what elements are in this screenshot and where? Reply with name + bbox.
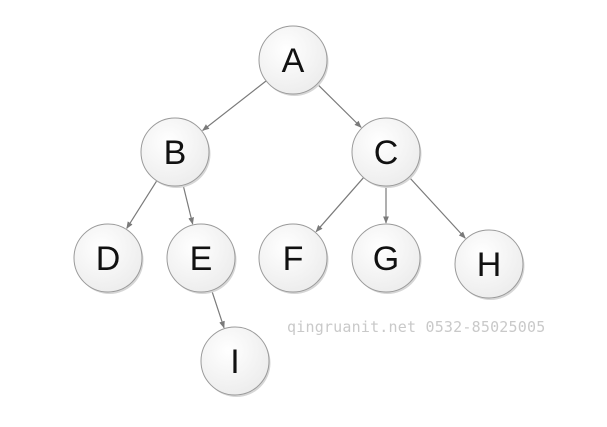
node-circle xyxy=(140,117,210,187)
node-label: I xyxy=(230,343,239,381)
node-circle xyxy=(166,223,236,293)
node-i: I xyxy=(200,326,271,397)
edge-a-b xyxy=(202,80,267,131)
node-label: B xyxy=(164,134,187,172)
node-label: D xyxy=(96,240,121,278)
node-circle xyxy=(258,25,328,95)
node-label: G xyxy=(373,240,399,278)
edge-c-f xyxy=(315,177,365,233)
edges xyxy=(126,80,466,329)
node-circle xyxy=(73,223,143,293)
watermark-text: qingruanit.net 0532-85025005 xyxy=(287,318,546,336)
edge-c-h xyxy=(408,176,466,239)
node-circle xyxy=(200,326,270,396)
node-circle xyxy=(351,223,421,293)
node-circle xyxy=(258,223,328,293)
node-circle xyxy=(351,117,421,187)
node-b: B xyxy=(140,117,211,188)
node-g: G xyxy=(351,223,422,294)
node-label: H xyxy=(477,246,502,284)
nodes: A B C D E F G H I xyxy=(73,25,525,397)
edge-a-c xyxy=(316,83,362,128)
node-e: E xyxy=(166,223,237,294)
node-h: H xyxy=(454,229,525,300)
node-d: D xyxy=(73,223,144,294)
node-label: F xyxy=(283,240,304,278)
node-label: E xyxy=(190,240,213,278)
edge-b-e xyxy=(182,184,194,225)
edge-b-d xyxy=(126,180,158,230)
node-c: C xyxy=(351,117,422,188)
node-label: A xyxy=(282,42,305,80)
node-a: A xyxy=(258,25,329,96)
node-f: F xyxy=(258,223,329,294)
edge-e-i xyxy=(211,290,225,329)
node-circle xyxy=(454,229,524,299)
node-label: C xyxy=(374,134,399,172)
